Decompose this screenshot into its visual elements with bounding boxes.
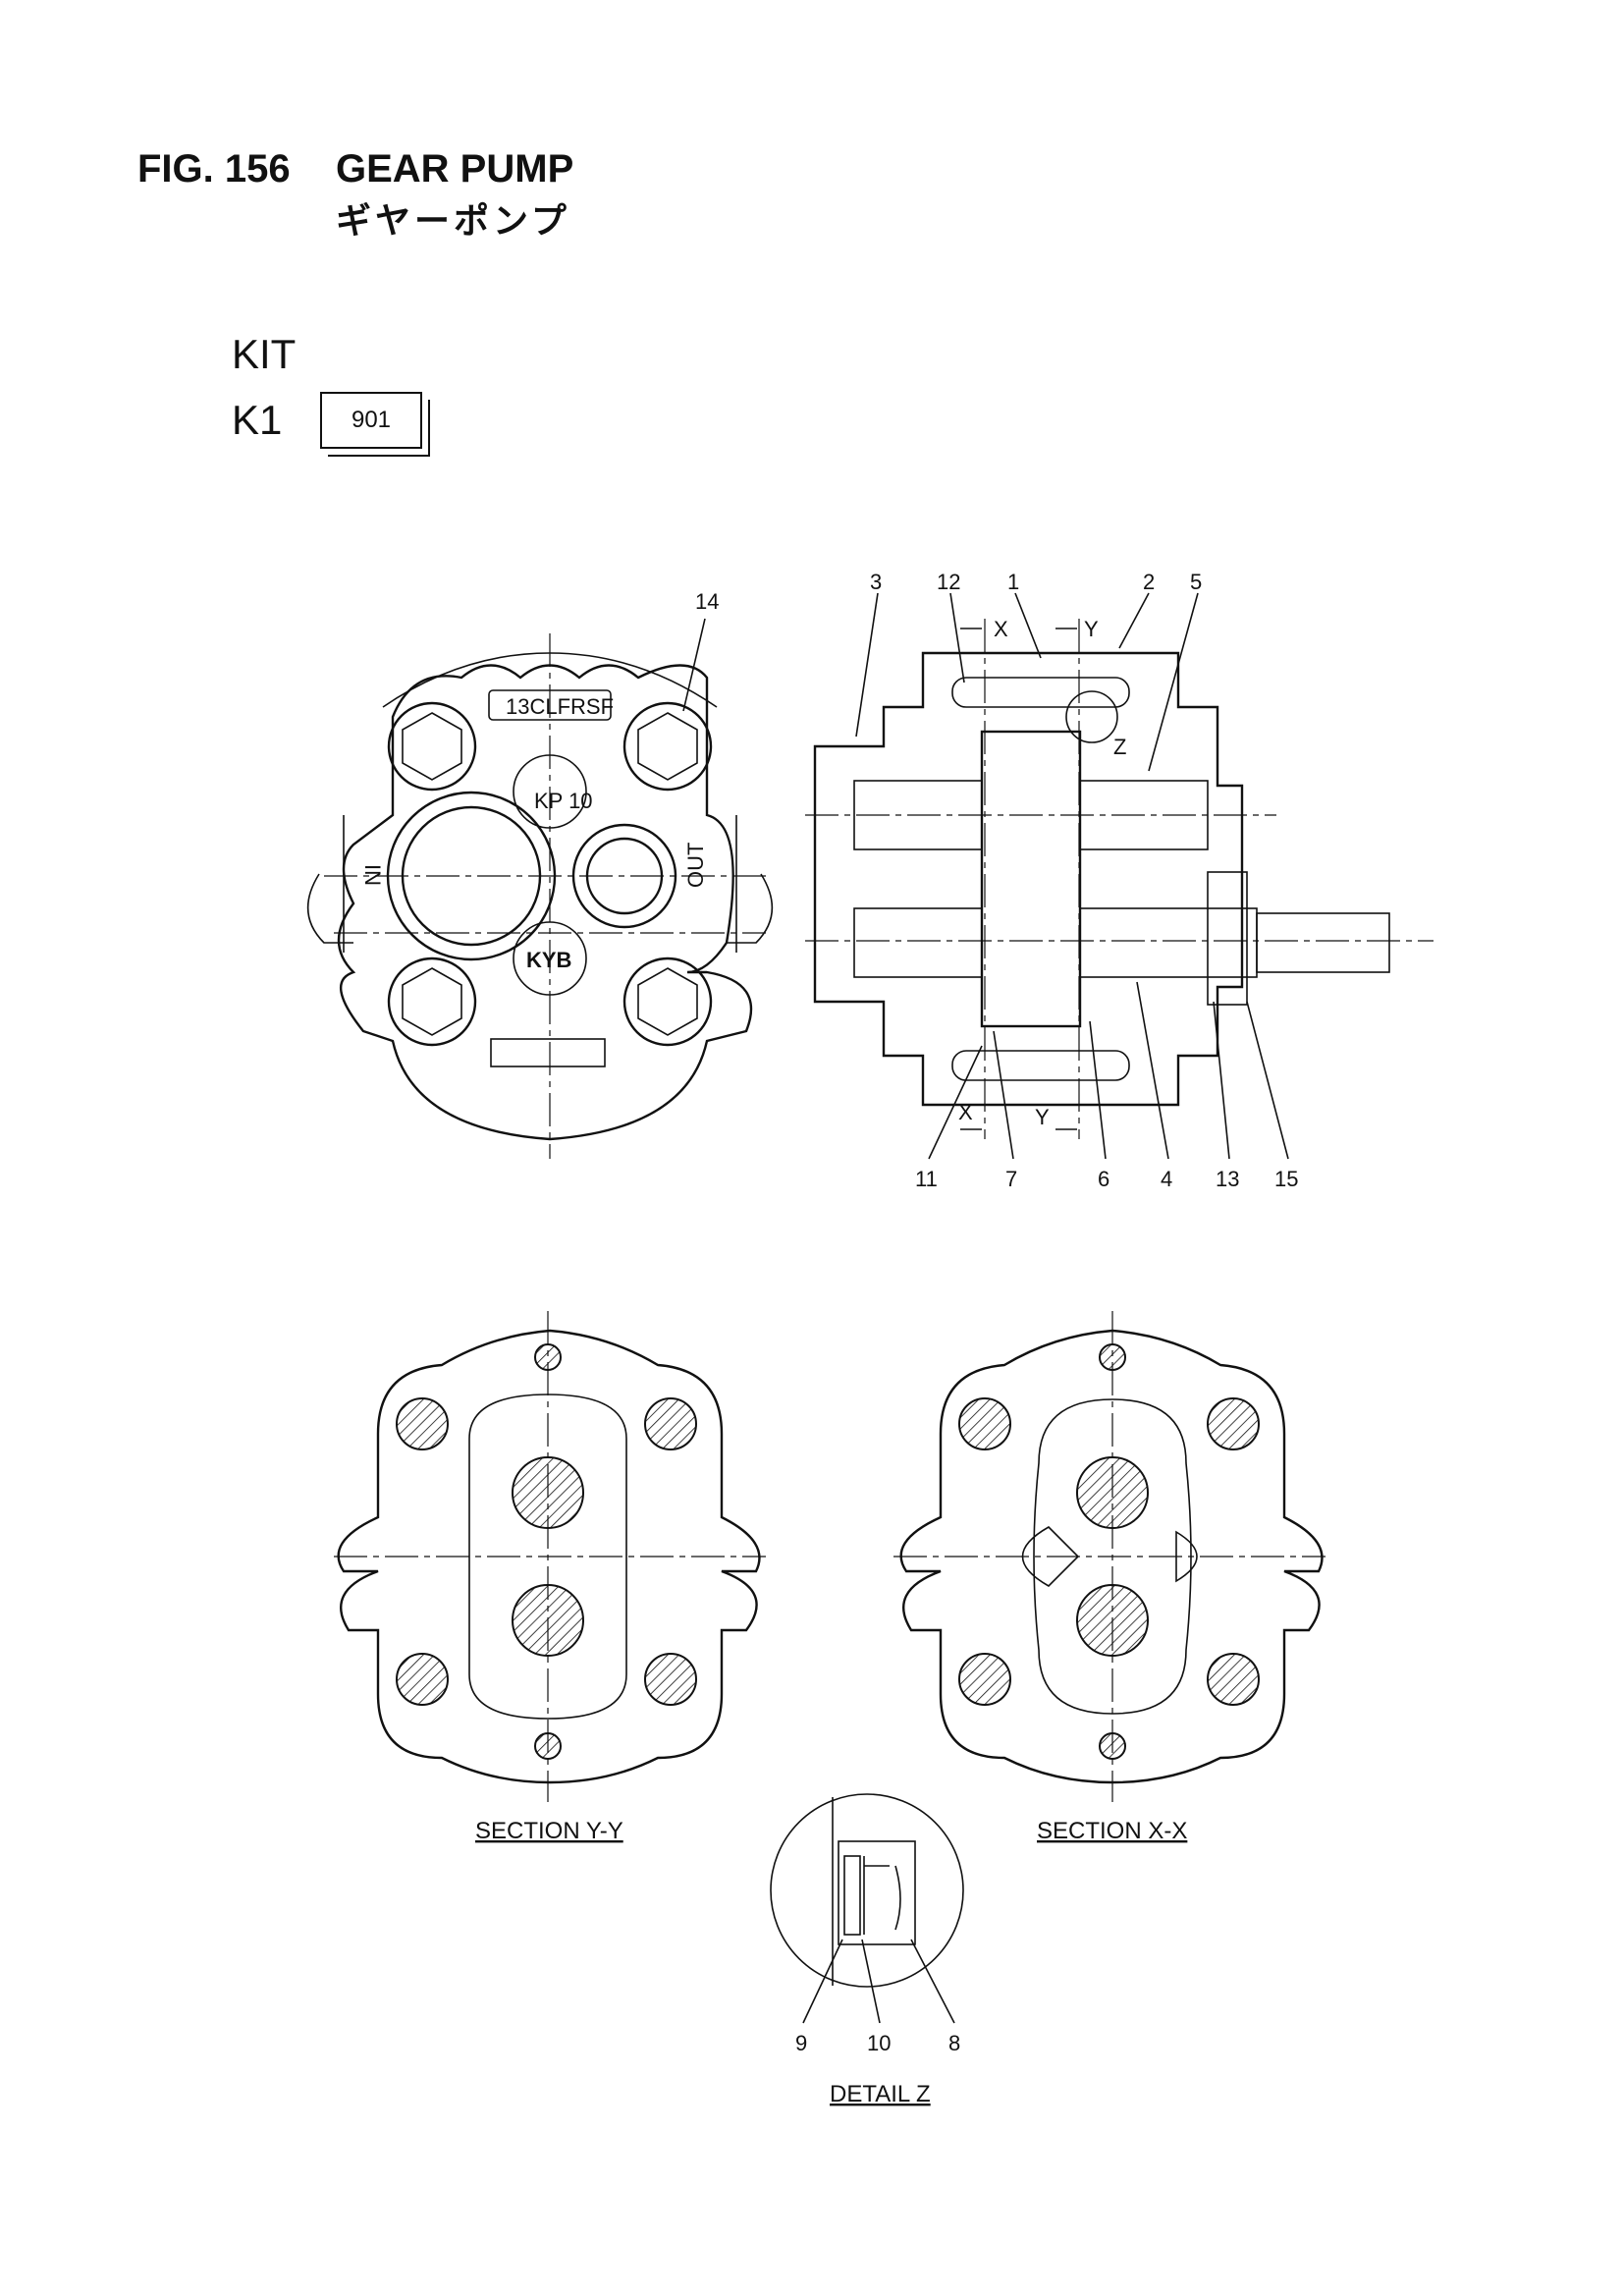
front-side-edges — [343, 815, 737, 953]
section-xx-outlet-cavity — [1175, 1530, 1198, 1583]
section-yy-bushing-plate — [468, 1394, 627, 1720]
section-xx-gear-chamber — [1033, 1398, 1192, 1715]
leader-11 — [928, 1045, 983, 1160]
callout-15: 15 — [1274, 1167, 1298, 1191]
kit-part-number-box: 901 — [320, 392, 422, 449]
leader-1 — [1014, 592, 1042, 659]
detail-z-o-ring — [894, 1865, 901, 1931]
callout-3: 3 — [870, 570, 882, 594]
brand-label: KYB — [526, 948, 571, 972]
dowel-pin-upper — [951, 677, 1130, 708]
callout-11: 11 — [915, 1167, 938, 1191]
section-yy-bolt-hole-ul — [396, 1397, 449, 1450]
leader-15 — [1246, 1001, 1289, 1160]
leader-4 — [1136, 981, 1169, 1160]
callout-6: 6 — [1098, 1167, 1109, 1191]
port-in-label: IN — [360, 864, 385, 886]
callout-8: 8 — [948, 2031, 960, 2055]
leader-3 — [855, 592, 879, 738]
section-mark-y-bottom: Y — [1035, 1105, 1050, 1129]
leader-7 — [993, 1030, 1014, 1160]
side-section-view: X Y X Y Z 3 12 1 2 5 11 7 6 4 13 15 — [805, 570, 1434, 1191]
callout-12: 12 — [937, 570, 960, 594]
section-xx-bolt-hole-lr — [1207, 1653, 1260, 1706]
section-mark-y-top: Y — [1084, 617, 1099, 641]
front-bolt-upper-left — [387, 701, 477, 792]
figure-title-japanese: ギヤーポンプ — [336, 200, 570, 241]
detail-z-view: 9 10 8 DETAIL Z — [770, 1793, 964, 2107]
callout-10: 10 — [867, 2031, 891, 2055]
front-housing-outline — [337, 664, 753, 1141]
callout-9: 9 — [795, 2031, 807, 2055]
section-yy-bolt-hole-ll — [396, 1653, 449, 1706]
leader-12 — [949, 592, 965, 683]
callout-5: 5 — [1190, 570, 1202, 594]
callout-2: 2 — [1143, 570, 1155, 594]
detail-z-gasket — [863, 1856, 890, 1935]
section-mark-z: Z — [1113, 735, 1126, 759]
figure-title: GEAR PUMP — [336, 147, 574, 191]
leader-5 — [1148, 592, 1199, 772]
callout-4: 4 — [1161, 1167, 1172, 1191]
dowel-pin-lower — [951, 1050, 1130, 1081]
leader-14 — [682, 618, 706, 712]
lower-shaft-left — [853, 907, 983, 978]
front-bolt-upper-right — [622, 701, 713, 792]
port-out-label: OUT — [683, 843, 708, 888]
front-view: 13CLFRSF KP 10 KYB IN OUT 14 — [306, 589, 774, 1159]
front-mounting-ears — [306, 873, 774, 944]
model-label: KP 10 — [534, 789, 593, 813]
section-mark-x-top: X — [994, 617, 1008, 641]
section-xx-inlet-cavity — [1021, 1526, 1080, 1587]
leader-8 — [910, 1939, 955, 2024]
detail-z-seal-groove — [838, 1840, 916, 1945]
section-yy-view: SECTION Y-Y — [334, 1311, 766, 1844]
section-yy-bolt-hole-lr — [644, 1653, 697, 1706]
gear-pair — [980, 730, 1082, 1028]
section-mark-x-bottom: X — [958, 1100, 973, 1124]
section-yy-bolt-hole-ur — [644, 1397, 697, 1450]
leader-9 — [802, 1939, 843, 2024]
drive-shaft-end — [1256, 912, 1390, 973]
leader-13 — [1213, 1001, 1230, 1160]
front-bolt-lower-right — [622, 957, 713, 1047]
section-xx-bolt-hole-ur — [1207, 1397, 1260, 1450]
front-bolt-lower-left — [387, 957, 477, 1047]
oil-seal-housing — [1207, 871, 1248, 1006]
kit-heading: KIT — [232, 331, 297, 377]
callout-1: 1 — [1007, 570, 1019, 594]
section-xx-bolt-hole-ul — [958, 1397, 1011, 1450]
detail-z-circle — [770, 1793, 964, 1988]
caption-section-yy: SECTION Y-Y — [475, 1818, 623, 1844]
caption-detail-z: DETAIL Z — [830, 2081, 931, 2107]
figure-number: FIG. 156 — [137, 147, 291, 191]
kit-id: K1 — [232, 397, 283, 443]
section-xx-view: SECTION X-X — [893, 1311, 1325, 1844]
leader-6 — [1089, 1020, 1107, 1160]
drive-shaft-inner — [1079, 907, 1258, 978]
leader-10 — [861, 1939, 881, 2024]
pump-body-section — [813, 651, 1244, 1107]
callout-7: 7 — [1005, 1167, 1017, 1191]
lower-plate — [490, 1038, 606, 1067]
name-plate-label: 13CLFRSF — [506, 694, 614, 719]
caption-section-xx: SECTION X-X — [1037, 1818, 1187, 1844]
detail-z-marker — [1065, 690, 1118, 743]
detail-z-backup-ring — [843, 1855, 861, 1936]
section-xx-bolt-hole-ll — [958, 1653, 1011, 1706]
section-yy-outline — [337, 1329, 761, 1784]
leader-2 — [1118, 592, 1150, 649]
callout-13: 13 — [1216, 1167, 1239, 1191]
callout-14: 14 — [695, 589, 719, 614]
